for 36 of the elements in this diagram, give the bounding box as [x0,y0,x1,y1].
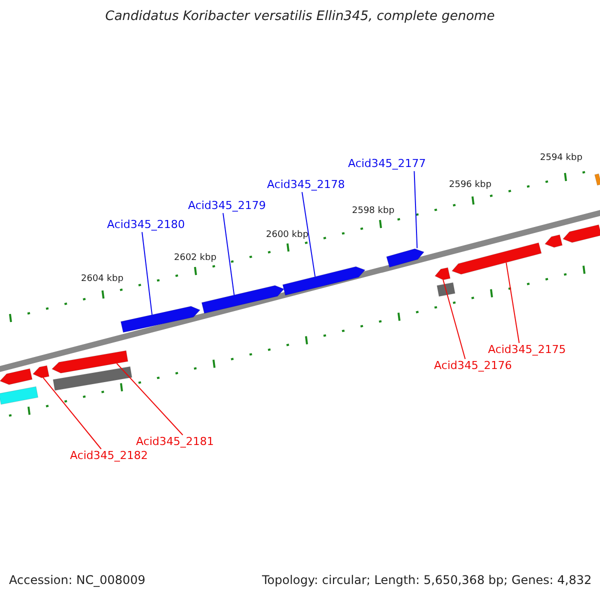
gene-label: Acid345_2178 [267,179,345,192]
tick-label: 2602 kbp [174,254,216,264]
gene-label: Acid345_2181 [136,436,214,448]
tick-label: 2598 kbp [352,207,394,217]
gene-feature [51,350,128,374]
gene-feature [201,285,285,314]
accession-text: Accession: NC_008009 [9,574,146,588]
tick-label: 2594 kbp [540,154,582,164]
leader-line [442,279,466,360]
leader-line [42,377,102,450]
gene-feature [451,242,542,275]
leader-line [506,262,520,344]
gene-label: Acid345_2175 [488,344,566,356]
gene-feature [434,267,451,280]
gene-feature [544,234,563,248]
gene-feature [32,365,50,378]
gene-label: Acid345_2179 [188,200,266,212]
gene-feature [386,248,424,268]
gene-feature [282,266,366,296]
genome-info-text: Topology: circular; Length: 5,650,368 bp; Genes: 4,832 [262,574,592,588]
gene-feature [52,366,132,391]
tick-label: 2600 kbp [266,231,308,241]
gene-label: Acid345_2176 [434,360,512,372]
tick-label: 2596 kbp [449,181,492,191]
title: Candidatus Koribacter versatilis Ellin345, complete genome [104,10,496,24]
gene-label: Acid345_2182 [70,450,148,462]
gene-feature [120,306,201,333]
gene-label: Acid345_2177 [348,158,426,170]
gene-feature [0,386,38,405]
gene-feature [436,282,456,297]
leader-line [116,362,184,436]
gene-feature [594,173,600,186]
gene-label: Acid345_2180 [107,219,185,232]
gene-feature [562,224,600,243]
leader-line [302,192,316,278]
tick-label: 2604 kbp [81,275,124,285]
